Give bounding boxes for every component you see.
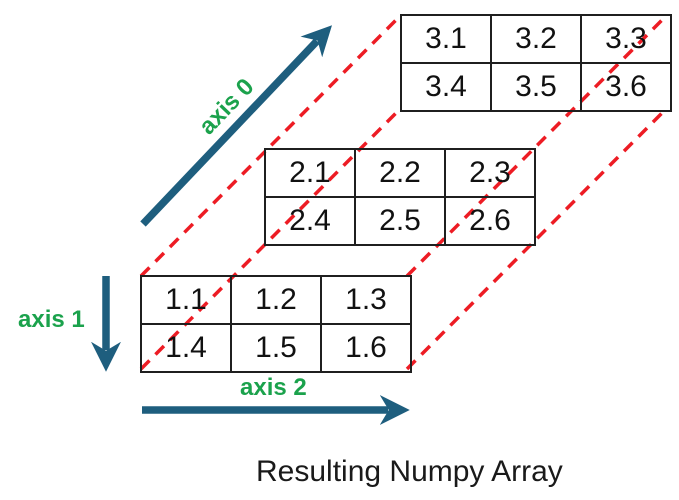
axis2-label: axis 2 bbox=[240, 374, 307, 401]
array-cell: 1.3 bbox=[320, 275, 412, 325]
array-cell: 3.4 bbox=[400, 62, 492, 112]
array-slice-2: 2.1 2.2 2.3 2.4 2.5 2.6 bbox=[264, 148, 536, 246]
array-cell: 1.6 bbox=[320, 323, 412, 373]
array-cell: 3.5 bbox=[490, 62, 582, 112]
array-slice-3: 3.1 3.2 3.3 3.4 3.5 3.6 bbox=[400, 14, 672, 112]
array-cell: 3.1 bbox=[400, 14, 492, 64]
array-cell: 1.4 bbox=[140, 323, 232, 373]
array-cell: 3.6 bbox=[580, 62, 672, 112]
array-cell: 2.4 bbox=[264, 196, 356, 246]
array-cell: 2.3 bbox=[444, 148, 536, 198]
array-cell: 2.1 bbox=[264, 148, 356, 198]
array-cell: 1.1 bbox=[140, 275, 232, 325]
array-cell: 2.2 bbox=[354, 148, 446, 198]
array-cell: 2.5 bbox=[354, 196, 446, 246]
array-cell: 3.3 bbox=[580, 14, 672, 64]
array-cell: 2.6 bbox=[444, 196, 536, 246]
axis1-label: axis 1 bbox=[18, 306, 85, 333]
array-cell: 1.2 bbox=[230, 275, 322, 325]
diagram-caption: Resulting Numpy Array bbox=[256, 455, 563, 488]
array-slice-1: 1.1 1.2 1.3 1.4 1.5 1.6 bbox=[140, 275, 412, 373]
array-cell: 1.5 bbox=[230, 323, 322, 373]
array-cell: 3.2 bbox=[490, 14, 582, 64]
axis0-arrow-icon bbox=[140, 25, 332, 227]
